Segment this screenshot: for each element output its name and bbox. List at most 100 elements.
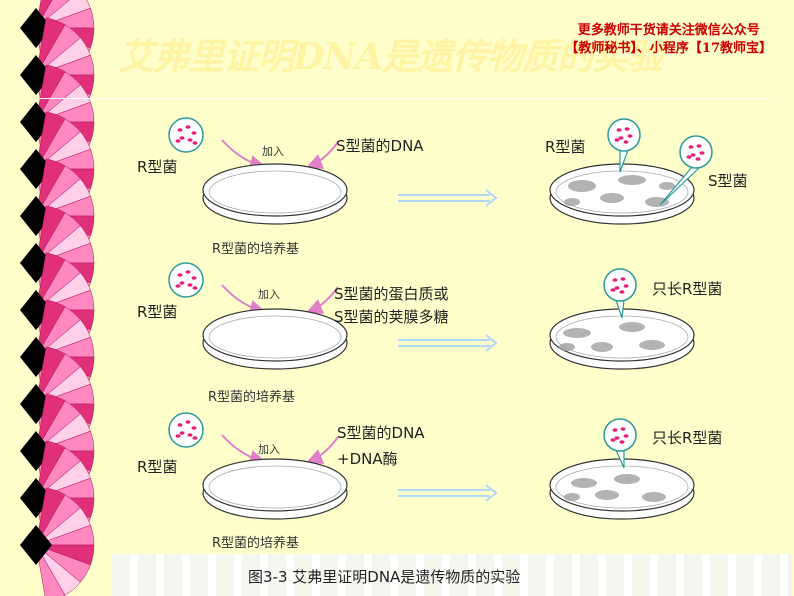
bacterium — [612, 428, 618, 432]
bacterium — [175, 284, 181, 288]
bacterium — [695, 157, 701, 161]
bacterium — [187, 283, 193, 287]
bacterium — [619, 290, 625, 294]
row3-r-strain-label: R型菌 — [137, 458, 178, 476]
row2-r-strain-label: R型菌 — [137, 303, 178, 321]
colony — [619, 322, 645, 332]
row2-colonies — [559, 322, 665, 352]
row3-result-label: 只长R型菌 — [652, 429, 723, 447]
row2-culture-dish — [202, 308, 348, 370]
row3-add-label: 加入 — [258, 443, 280, 456]
row1-add-arrow-right — [306, 141, 339, 169]
dish-rim — [549, 458, 695, 512]
bacterium — [612, 278, 618, 282]
colony — [564, 493, 580, 501]
row1-s-callout — [659, 135, 713, 206]
bacterium — [191, 131, 197, 135]
row1-culture-dish — [202, 163, 348, 225]
colony — [571, 478, 597, 488]
callout-circle — [603, 418, 637, 452]
bacterium — [192, 286, 198, 290]
slide-title: 艾弗里证明DNA是遗传物质的实验 — [118, 36, 663, 78]
bacterium — [191, 276, 197, 280]
row3-added-substance-line2: +DNA酶 — [337, 450, 398, 468]
bacterium — [179, 281, 185, 285]
callout-circle — [603, 268, 637, 302]
notice-line-2: 【教师秘书】、小程序【17教师宝】 — [565, 41, 772, 56]
colony — [591, 342, 613, 352]
bacterium — [177, 128, 183, 132]
colony — [645, 197, 669, 207]
caption-band — [112, 554, 792, 596]
arrow-head — [485, 189, 498, 207]
dish-inner-rim — [208, 465, 342, 509]
bacterium — [623, 284, 629, 288]
callout-pointer — [615, 299, 625, 319]
colony — [559, 343, 575, 351]
colony — [568, 180, 596, 192]
row1-process-arrow — [398, 189, 498, 207]
row1-colonies — [564, 175, 675, 207]
bacterium — [175, 139, 181, 143]
row1-add-arrow-left — [221, 139, 266, 171]
callout-pointer — [619, 149, 629, 173]
bacterium — [614, 436, 620, 440]
bacterium — [192, 436, 198, 440]
bacterium — [179, 136, 185, 140]
row1-r-callout — [607, 118, 641, 173]
bacterium — [614, 138, 620, 142]
title-divider — [40, 98, 770, 99]
bacterium — [185, 420, 191, 424]
callout-circle — [607, 118, 641, 152]
bacterium — [688, 145, 694, 149]
colony — [618, 175, 646, 185]
row3-colonies — [564, 474, 666, 502]
row1-result-r-label: R型菌 — [545, 138, 586, 156]
bacterium — [624, 127, 630, 131]
dish-rim — [202, 458, 348, 512]
notice-text: 更多教师干货请关注微信公众号 【教师秘书】、小程序【17教师宝】 — [565, 22, 772, 58]
bacterium — [620, 427, 626, 431]
colony — [659, 182, 675, 190]
row3-added-substance-line1: S型菌的DNA — [337, 424, 425, 442]
callout-pointer — [659, 166, 701, 206]
bacterium — [699, 151, 705, 155]
bacterium — [179, 431, 185, 435]
row2-process-arrow — [398, 334, 498, 352]
row2-added-substance-line1: S型菌的蛋白质或 — [334, 285, 449, 303]
row3-result-dish — [549, 458, 695, 520]
bacterium — [191, 426, 197, 430]
fan-wedge — [35, 544, 66, 596]
bacterium — [627, 134, 633, 138]
row2-add-arrow-left — [221, 284, 266, 316]
bacterium — [616, 128, 622, 132]
row3-process-arrow — [398, 484, 498, 502]
fan-unit — [20, 487, 95, 596]
dish-inner-rim — [208, 315, 342, 359]
dish-rim — [202, 163, 348, 217]
callout-pointer — [615, 449, 625, 469]
bacterium — [175, 434, 181, 438]
bacterium — [610, 438, 616, 442]
row3-add-arrow-left — [221, 434, 266, 466]
bacterium — [623, 140, 629, 144]
callout-circle — [679, 135, 713, 169]
row1-added-substance: S型菌的DNA — [336, 137, 424, 155]
colony — [564, 198, 580, 206]
bacterium — [618, 136, 624, 140]
figure-caption: 图3-3 艾弗里证明DNA是遗传物质的实验 — [248, 568, 521, 586]
bacterium — [177, 273, 183, 277]
row1-add-label: 加入 — [262, 145, 284, 158]
row2-added-substance-line2: S型菌的荚膜多糖 — [334, 308, 449, 326]
row2-r-strain-bacteria — [168, 262, 204, 298]
bacterium — [610, 288, 616, 292]
bacterium — [187, 433, 193, 437]
row2-add-arrow-right — [306, 286, 339, 314]
bacteria-circle-outline — [168, 412, 204, 448]
bacterium — [696, 144, 702, 148]
row1-r-strain-label: R型菌 — [137, 158, 178, 176]
row3-r-strain-bacteria — [168, 412, 204, 448]
